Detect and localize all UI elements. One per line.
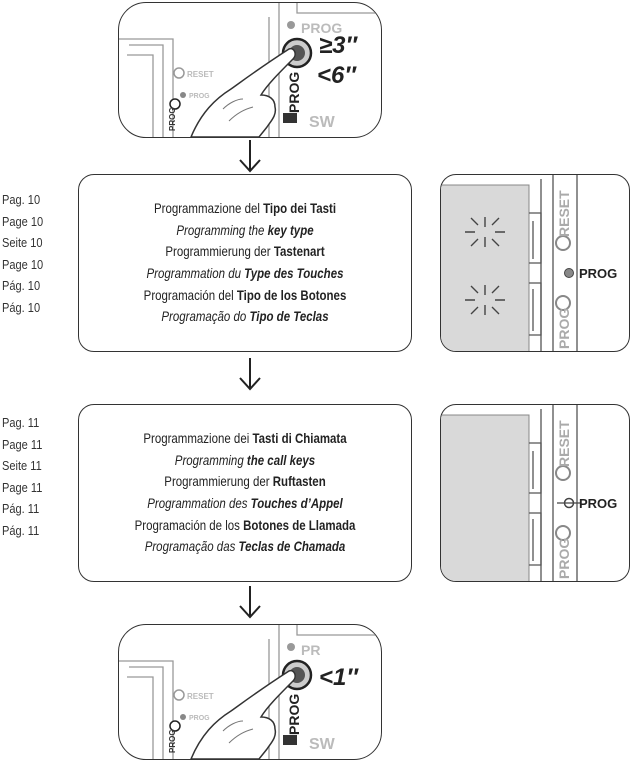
prog-label: PROG (579, 266, 617, 281)
caption-line-en: Programming the call keys (174, 451, 316, 468)
prog-small-label: PROG (189, 93, 210, 100)
prog-label: PROG (301, 20, 342, 36)
down-arrow-1 (239, 140, 261, 173)
caption-line-en: Programming the key type (176, 221, 314, 238)
press-prog-3-6s-drawing: RESET PROG PROG PROG PROG ≥3″ <6″ SW (119, 3, 381, 137)
page-ref: Page 11 (2, 479, 43, 495)
caption-line-es: Programación del Tipo de los Botones (143, 286, 347, 303)
time-min-label: ≥3″ (319, 32, 359, 59)
section2-page-refs: Pag. 11 Page 11 Seite 11 Page 11 Pág. 11… (2, 412, 72, 542)
page-ref: Pág. 10 (2, 278, 41, 294)
caption-line-fr: Programmation du Type des Touches (146, 265, 344, 281)
blinking-keys-drawing: RESET PROG PROG (441, 175, 617, 351)
down-arrow-2 (239, 358, 261, 391)
prog-vertical-large: PROG (286, 72, 302, 113)
section2-caption-box: Programmazione dei Tasti di Chiamata Pro… (78, 404, 412, 582)
prog-vertical-small: PROG (168, 107, 177, 131)
prog-vertical-large: PROG (286, 694, 302, 735)
reset-label: RESET (187, 70, 214, 79)
sw-label: SW (309, 114, 336, 131)
blink-icon-top (465, 217, 505, 247)
section2-led-panel: RESET PROG PROG (440, 404, 630, 582)
call-keys-drawing: RESET PROG PROG (441, 405, 617, 581)
caption-line-it: Programmazione del Tipo dei Tasti (153, 200, 337, 217)
section1-page-refs: Pag. 10 Page 10 Seite 10 Page 10 Pág. 10… (2, 189, 72, 319)
time-label: <1″ (319, 664, 359, 691)
prog-label: PR (301, 642, 320, 658)
page-ref: Pag. 11 (2, 415, 40, 430)
caption-line-pt: Programação das Teclas de Chamada (144, 538, 346, 555)
page-ref: Page 11 (2, 436, 43, 452)
caption-line-de: Programmierung der Ruftasten (164, 473, 326, 490)
page-ref: Pág. 11 (2, 522, 40, 538)
page-ref: Page 10 (2, 256, 44, 272)
press-prog-1s-drawing: RESET PROG PROG PR PROG <1″ SW (119, 625, 381, 759)
page-ref: Pag. 10 (2, 192, 41, 207)
caption-line-es: Programación de los Botones de Llamada (134, 516, 356, 533)
down-arrow-3 (239, 586, 261, 619)
prog-vertical-small: PROG (168, 729, 177, 753)
sw-label: SW (309, 736, 336, 753)
blink-icon-bottom (465, 285, 505, 315)
prog-label: PROG (579, 496, 617, 511)
page-ref: Seite 11 (2, 458, 42, 474)
top-press-illustration: RESET PROG PROG PROG PROG ≥3″ <6″ SW (118, 2, 382, 138)
page-ref: Pág. 11 (2, 501, 40, 517)
reset-label: RESET (187, 692, 214, 701)
page-ref: Page 10 (2, 213, 44, 229)
caption-line-pt: Programação do Tipo de Teclas (161, 308, 329, 325)
reset-label: RESET (556, 190, 572, 237)
caption-line-de: Programmierung der Tastenart (165, 243, 325, 260)
prog-vertical-label: PROG (556, 308, 572, 349)
section1-led-panel: RESET PROG PROG (440, 174, 630, 352)
caption-line-it: Programmazione dei Tasti di Chiamata (143, 430, 347, 447)
time-max-label: <6″ (317, 62, 357, 89)
bottom-press-illustration: RESET PROG PROG PR PROG <1″ SW (118, 624, 382, 760)
page-ref: Seite 10 (2, 235, 43, 251)
prog-vertical-label: PROG (556, 538, 572, 579)
prog-small-label: PROG (189, 715, 210, 722)
reset-label: RESET (556, 420, 572, 467)
caption-line-fr: Programmation des Touches d’Appel (147, 495, 343, 511)
section1-caption-box: Programmazione del Tipo dei Tasti Progra… (78, 174, 412, 352)
page-ref: Pág. 10 (2, 299, 41, 315)
